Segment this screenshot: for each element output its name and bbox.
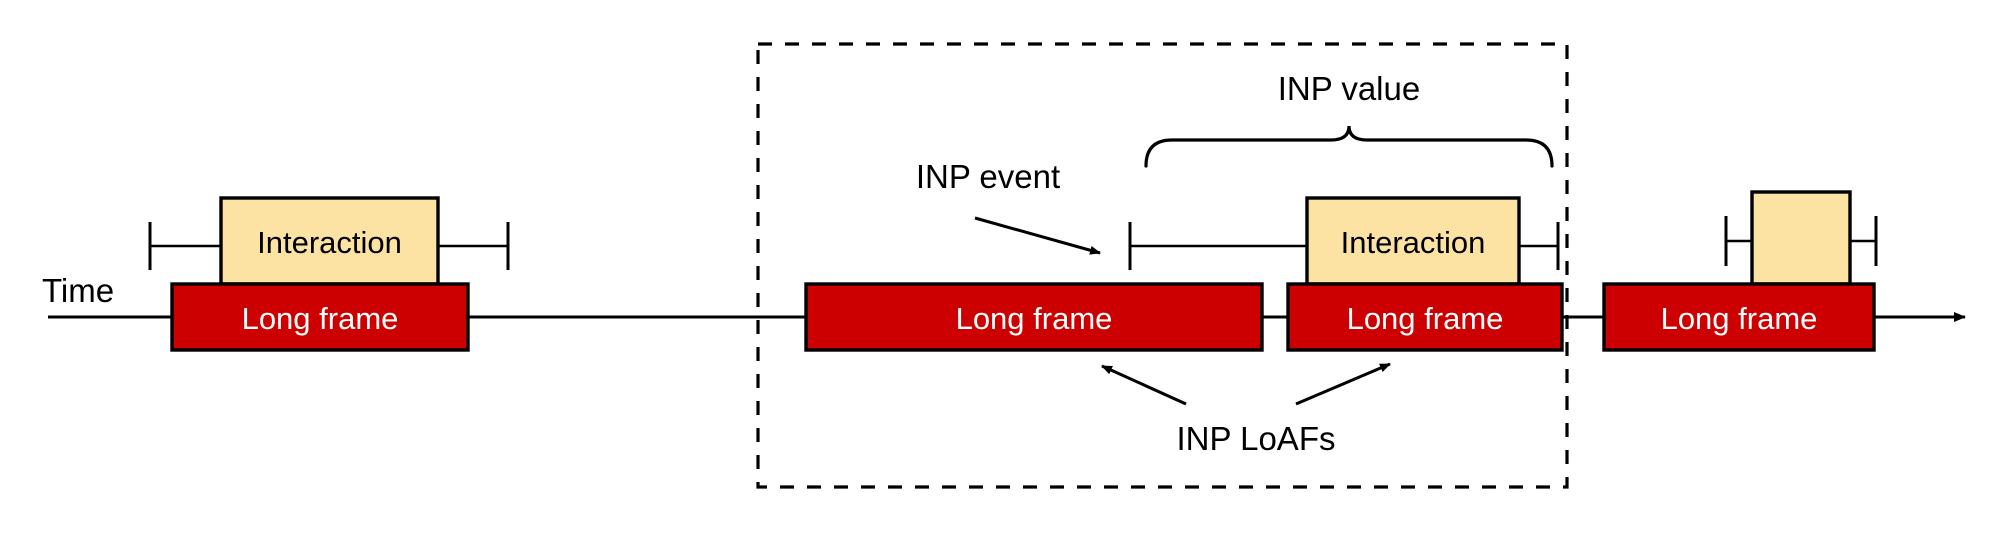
long-frame-box (170, 282, 470, 352)
interaction-2-measure-bar (1128, 222, 1560, 270)
time-axis-label: Time (42, 272, 114, 309)
inp-focus-region (756, 42, 1569, 489)
inp-event-label: INP event (916, 158, 1060, 195)
long-frame-label: Long frame (242, 301, 399, 336)
interaction-box (1305, 196, 1521, 286)
inp-event-arrow (974, 216, 1101, 255)
inp-value-brace (1144, 125, 1554, 168)
long-frame-label: Long frame (956, 301, 1113, 336)
interaction-label: Interaction (257, 225, 402, 260)
inp-loafs-label: INP LoAFs (1177, 420, 1336, 457)
inp-loafs-arrow-right (1295, 362, 1391, 406)
long-frame-box (1286, 282, 1564, 352)
long-frame-label: Long frame (1661, 301, 1818, 336)
long-frame-box (804, 282, 1264, 352)
interaction-1-measure-bar (148, 222, 510, 270)
inp-loafs-arrow-left (1101, 364, 1187, 406)
interaction-3-measure-bar (1724, 216, 1878, 266)
interaction-label: Interaction (1341, 225, 1486, 260)
interaction-box (1750, 190, 1852, 286)
long-frame-box (1602, 282, 1876, 352)
long-frame-label: Long frame (1347, 301, 1504, 336)
inp-value-label: INP value (1278, 70, 1420, 107)
